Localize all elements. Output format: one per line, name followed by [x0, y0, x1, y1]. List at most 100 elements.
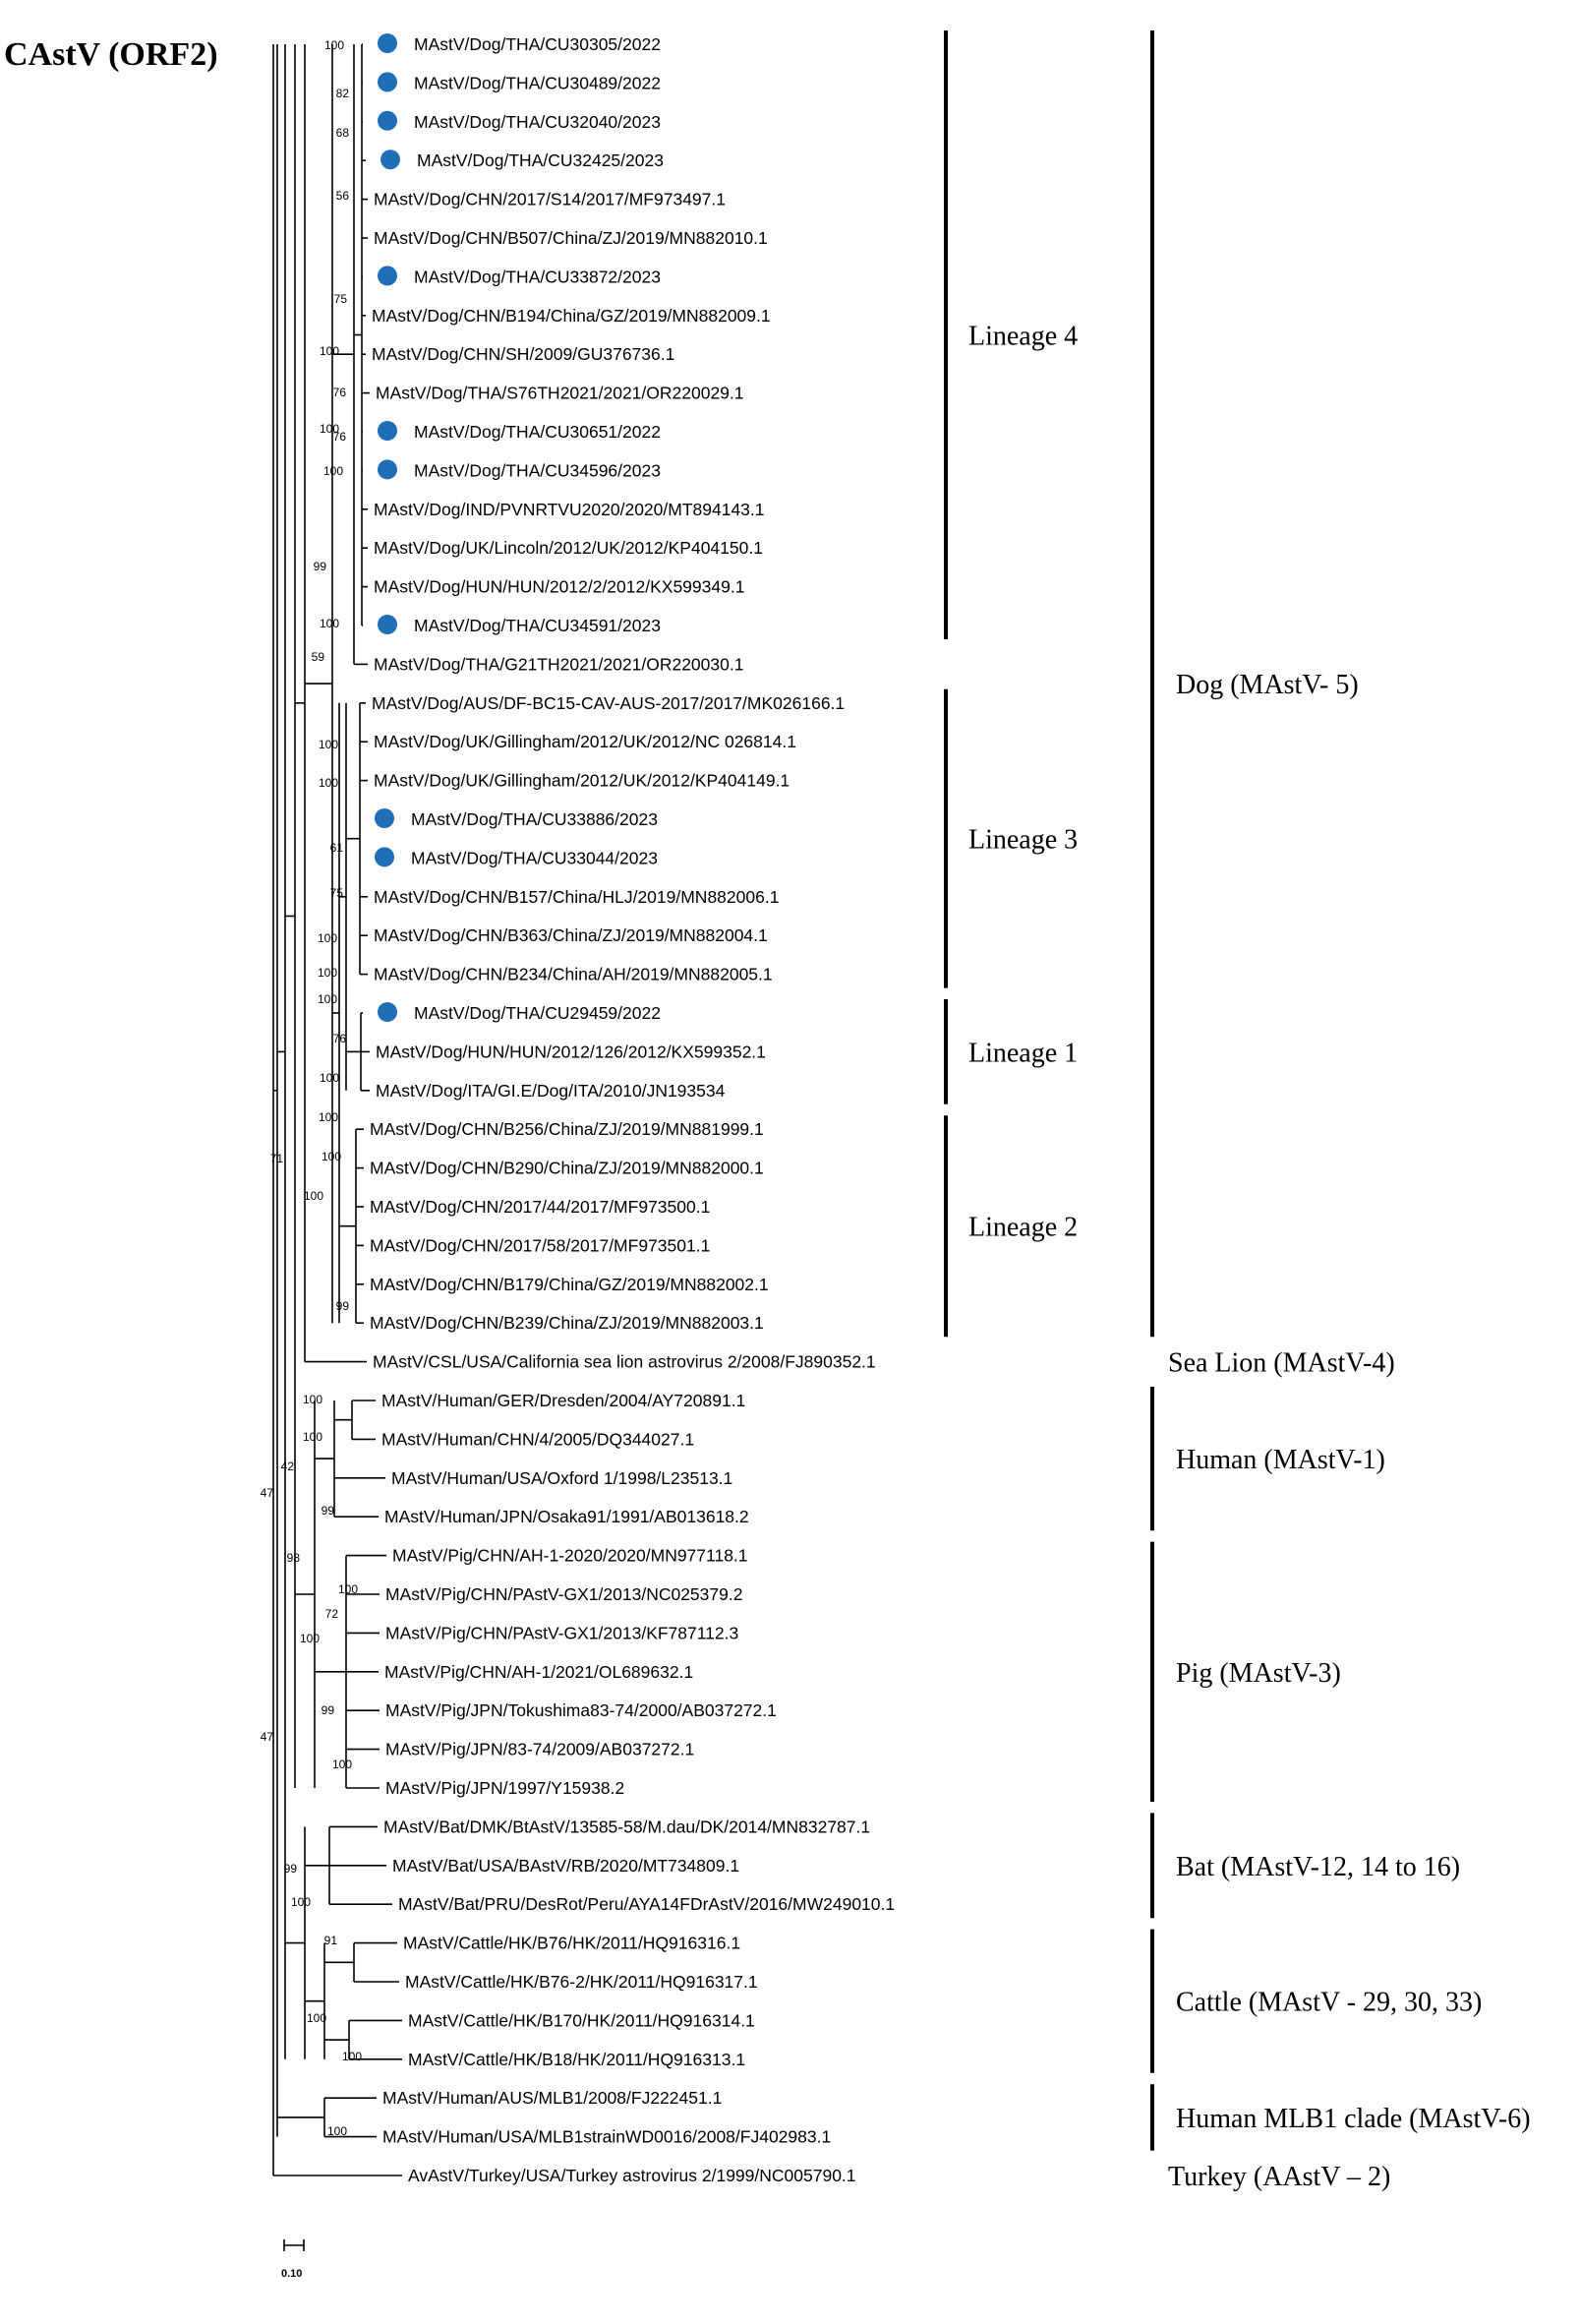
bootstrap-value: 100: [318, 992, 337, 1006]
bootstrap-value: 47: [261, 1730, 274, 1744]
host-label: Human (MAstV-1): [1176, 1445, 1385, 1475]
taxon-label: MAstV/Pig/CHN/AH-1-2020/2020/MN977118.1: [392, 1546, 748, 1566]
taxon-label: MAstV/Dog/UK/Lincoln/2012/UK/2012/KP4041…: [374, 538, 763, 558]
host-label: Cattle (MAstV - 29, 30, 33): [1176, 1988, 1482, 2018]
bootstrap-value: 42: [281, 1460, 295, 1473]
lineage-label: Lineage 1: [968, 1038, 1078, 1068]
tree-branches: [272, 43, 402, 2176]
bootstrap-value: 99: [322, 1504, 335, 1518]
sample-markers: [375, 33, 400, 1022]
bootstrap-value: 71: [270, 1152, 284, 1165]
bootstrap-value: 47: [261, 1486, 274, 1500]
sample-marker-icon: [378, 1002, 397, 1022]
lineage-label: Lineage 2: [968, 1213, 1078, 1243]
taxon-label: MAstV/Dog/CHN/2017/44/2017/MF973500.1: [370, 1197, 710, 1217]
figure-title: CAstV (ORF2): [4, 36, 218, 73]
bootstrap-value: 76: [333, 1032, 347, 1045]
host-label: Dog (MAstV- 5): [1176, 670, 1359, 700]
bootstrap-value: 100: [319, 776, 338, 790]
taxon-label: MAstV/Cattle/HK/B18/HK/2011/HQ916313.1: [408, 2050, 745, 2069]
taxon-label: MAstV/Human/CHN/4/2005/DQ344027.1: [381, 1429, 694, 1449]
scale-bar-label: 0.10: [281, 2268, 302, 2280]
taxon-label: MAstV/Dog/THA/CU29459/2022: [414, 1003, 661, 1023]
taxon-label: MAstV/Dog/CHN/B157/China/HLJ/2019/MN8820…: [374, 887, 779, 907]
sample-marker-icon: [380, 149, 400, 170]
lineage-label: Lineage 3: [968, 825, 1078, 856]
taxon-label: MAstV/Human/GER/Dresden/2004/AY720891.1: [381, 1391, 745, 1410]
bootstrap-value: 82: [336, 87, 350, 100]
taxon-label: MAstV/Dog/HUN/HUN/2012/2/2012/KX599349.1: [374, 577, 744, 597]
host-label: Human MLB1 clade (MAstV-6): [1176, 2104, 1531, 2134]
bootstrap-value: 100: [319, 738, 338, 751]
host-label: Pig (MAstV-3): [1176, 1658, 1341, 1689]
bootstrap-value: 100: [338, 1582, 358, 1596]
bootstrap-value: 100: [320, 344, 339, 358]
taxon-label: MAstV/Dog/THA/CU30305/2022: [414, 34, 661, 54]
bootstrap-value: 100: [332, 1758, 352, 1771]
taxon-label: MAstV/Dog/CHN/B234/China/AH/2019/MN88200…: [374, 965, 773, 984]
bootstrap-value: 100: [319, 1110, 338, 1124]
bootstrap-value: 100: [291, 1895, 311, 1909]
taxon-label: MAstV/Dog/ITA/GI.E/Dog/ITA/2010/JN193534: [376, 1081, 726, 1101]
bootstrap-value: 100: [324, 38, 344, 52]
sample-marker-icon: [378, 266, 397, 286]
bootstrap-value: 68: [336, 126, 350, 140]
bootstrap-value: 100: [303, 1430, 322, 1444]
bootstrap-value: 99: [336, 1299, 350, 1313]
taxon-label: MAstV/Dog/CHN/B194/China/GZ/2019/MN88200…: [372, 306, 771, 326]
bootstrap-value: 100: [318, 931, 337, 945]
taxon-label: MAstV/Dog/UK/Gillingham/2012/UK/2012/KP4…: [374, 771, 790, 791]
host-label: Bat (MAstV-12, 14 to 16): [1176, 1852, 1460, 1882]
taxon-label: MAstV/Pig/JPN/Tokushima83-74/2000/AB0372…: [385, 1700, 777, 1720]
taxon-label: MAstV/Cattle/HK/B170/HK/2011/HQ916314.1: [408, 2010, 755, 2030]
taxon-label: MAstV/Dog/THA/CU32040/2023: [414, 112, 661, 132]
bootstrap-value: 100: [320, 617, 339, 630]
taxon-label: MAstV/Dog/CHN/B179/China/GZ/2019/MN88200…: [370, 1275, 769, 1294]
bootstrap-value: 72: [325, 1607, 339, 1621]
bootstrap-value: 99: [284, 1862, 298, 1876]
taxon-label: MAstV/Dog/IND/PVNRTVU2020/2020/MT894143.…: [374, 500, 765, 519]
bootstrap-value: 98: [287, 1551, 301, 1565]
taxon-label: MAstV/Pig/JPN/1997/Y15938.2: [385, 1778, 624, 1798]
taxon-label: MAstV/Cattle/HK/B76/HK/2011/HQ916316.1: [403, 1934, 740, 1953]
taxon-label: AvAstV/Turkey/USA/Turkey astrovirus 2/19…: [408, 2166, 856, 2185]
taxon-label: MAstV/Dog/THA/CU33872/2023: [414, 267, 661, 286]
taxon-label: MAstV/Pig/CHN/AH-1/2021/OL689632.1: [384, 1662, 693, 1682]
bootstrap-value: 76: [333, 430, 347, 444]
bootstrap-value: 100: [300, 1632, 320, 1645]
taxon-label: MAstV/Dog/UK/Gillingham/2012/UK/2012/NC …: [374, 732, 796, 751]
bootstrap-value: 59: [312, 650, 325, 664]
sample-marker-icon: [378, 110, 397, 131]
bootstrap-value: 99: [322, 1703, 335, 1717]
bootstrap-value: 56: [336, 189, 350, 203]
bootstrap-value: 100: [320, 1071, 339, 1085]
host-label: Sea Lion (MAstV-4): [1168, 1348, 1395, 1379]
host-label: Turkey (AAstV – 2): [1168, 2162, 1390, 2192]
bootstrap-value: 91: [324, 1934, 338, 1947]
taxon-label: MAstV/Dog/THA/CU30651/2022: [414, 422, 661, 442]
taxon-label: MAstV/Dog/CHN/B290/China/ZJ/2019/MN88200…: [370, 1159, 764, 1178]
taxon-label: MAstV/Pig/CHN/PAstV-GX1/2013/KF787112.3: [385, 1623, 738, 1642]
lineage-label: Lineage 4: [968, 322, 1078, 352]
bootstrap-value: 99: [314, 560, 327, 573]
taxon-label: MAstV/Dog/HUN/HUN/2012/126/2012/KX599352…: [376, 1042, 766, 1061]
taxon-label: MAstV/Dog/CHN/B363/China/ZJ/2019/MN88200…: [374, 925, 768, 945]
taxon-labels: MAstV/Dog/THA/CU30305/2022MAstV/Dog/THA/…: [370, 34, 895, 2185]
sample-marker-icon: [375, 847, 394, 867]
bootstrap-value: 100: [323, 464, 343, 478]
sample-marker-icon: [375, 808, 394, 828]
taxon-label: MAstV/Pig/JPN/83-74/2009/AB037272.1: [385, 1740, 694, 1759]
taxon-label: MAstV/Dog/THA/CU34591/2023: [414, 616, 661, 635]
bootstrap-value: 75: [334, 292, 348, 306]
taxon-label: MAstV/Dog/THA/CU32425/2023: [417, 150, 664, 170]
taxon-label: MAstV/Dog/THA/CU30489/2022: [414, 73, 661, 92]
bootstrap-value: 100: [303, 1393, 322, 1406]
bootstrap-value: 100: [322, 1150, 341, 1163]
taxon-label: MAstV/Dog/CHN/B239/China/ZJ/2019/MN88200…: [370, 1313, 764, 1333]
taxon-label: MAstV/Dog/THA/CU33044/2023: [411, 848, 658, 867]
taxon-label: MAstV/Dog/AUS/DF-BC15-CAV-AUS-2017/2017/…: [372, 693, 845, 713]
sample-marker-icon: [378, 72, 397, 92]
bootstrap-value: 100: [307, 2011, 326, 2025]
sample-marker-icon: [378, 421, 397, 441]
